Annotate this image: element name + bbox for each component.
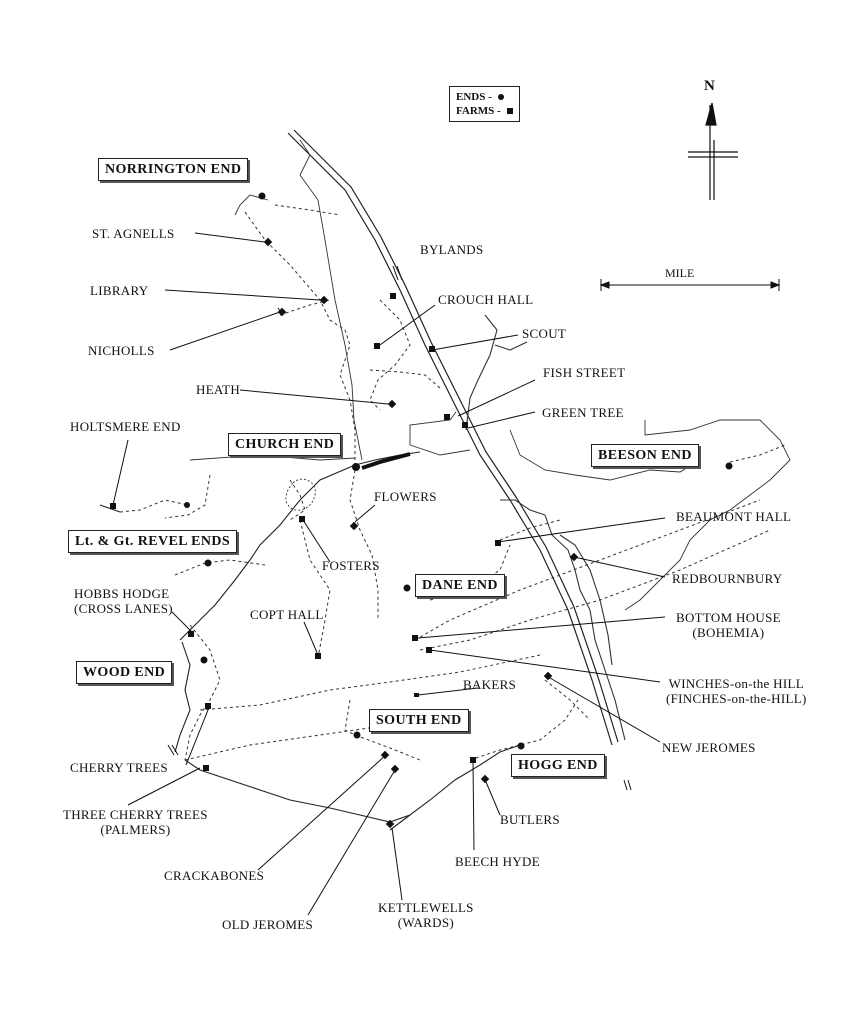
farm-markers: [110, 237, 579, 829]
end-label-church: CHURCH END: [228, 433, 342, 456]
lanes: [119, 204, 786, 761]
place-label: HOLTSMERE END: [70, 419, 181, 434]
place-label-sub: (PALMERS): [100, 822, 171, 837]
place-label-name: BOTTOM HOUSE: [676, 610, 781, 625]
place-label: FLOWERS: [374, 489, 437, 504]
place-label: CROUCH HALL: [438, 292, 534, 307]
place-label: CHERRY TREES: [70, 760, 168, 775]
end-label-revel: Lt. & Gt. REVEL ENDS: [68, 530, 238, 553]
place-label: SCOUT: [522, 326, 567, 341]
north-label: N: [704, 78, 715, 94]
place-label: FOSTERS: [322, 558, 380, 573]
place-label-name: WINCHES-on-the HILL: [668, 676, 804, 691]
river: [465, 314, 626, 741]
end-label-hogg: HOGG END: [511, 754, 605, 777]
legend-farms-label: FARMS -: [456, 105, 501, 117]
place-label: BUTLERS: [500, 812, 560, 827]
place-label: HOBBS HODGE (CROSS LANES): [74, 586, 173, 616]
place-label: ST. AGNELLS: [92, 226, 175, 241]
scale-label: MILE: [665, 266, 695, 280]
place-label: BEAUMONT HALL: [676, 509, 792, 524]
place-label-sub: (CROSS LANES): [74, 601, 173, 616]
legend: ENDS - FARMS -: [449, 86, 520, 122]
end-label-dane: DANE END: [415, 574, 505, 597]
place-label: OLD JEROMES: [222, 917, 314, 932]
place-label: BOTTOM HOUSE (BOHEMIA): [676, 610, 781, 640]
square-icon: [506, 108, 513, 114]
place-label: KETTLEWELLS (WARDS): [378, 900, 474, 930]
place-label-name: HOBBS HODGE: [74, 586, 170, 601]
place-label: CRACKABONES: [164, 868, 265, 883]
church-lane: [361, 452, 411, 470]
place-label: NEW JEROMES: [662, 740, 756, 755]
place-label: BAKERS: [463, 677, 517, 692]
place-label: BYLANDS: [420, 242, 484, 257]
legend-farms: FARMS -: [456, 104, 513, 118]
legend-ends-label: ENDS -: [456, 91, 492, 103]
place-label: COPT HALL: [250, 607, 324, 622]
road-hatches: [167, 265, 632, 791]
place-label: HEATH: [196, 382, 241, 397]
place-label-name: KETTLEWELLS: [378, 900, 474, 915]
place-label-sub: (WARDS): [397, 915, 454, 930]
end-markers: [184, 192, 733, 750]
parish-boundary: [189, 139, 791, 611]
end-label-south: SOUTH END: [369, 709, 469, 732]
place-label: GREEN TREE: [542, 405, 624, 420]
place-label: LIBRARY: [90, 283, 149, 298]
label-arrows: [112, 232, 666, 916]
north-arrow-icon: [688, 102, 738, 200]
place-label: FISH STREET: [543, 365, 626, 380]
scale-bar: [599, 279, 781, 291]
place-label-sub: (BOHEMIA): [692, 625, 765, 640]
legend-ends: ENDS -: [456, 90, 513, 104]
pond: [285, 478, 316, 511]
place-label-sub: (FINCHES-on-the-HILL): [666, 691, 807, 706]
end-label-beeson: BEESON END: [591, 444, 699, 467]
dot-icon: [497, 94, 504, 100]
place-label-name: THREE CHERRY TREES: [63, 807, 208, 822]
place-label: REDBOURNBURY: [672, 571, 783, 586]
place-label: BEECH HYDE: [455, 854, 540, 869]
end-label-norrington: NORRINGTON END: [98, 158, 249, 181]
place-label: WINCHES-on-the HILL (FINCHES-on-the-HILL…: [666, 676, 807, 706]
place-label: THREE CHERRY TREES (PALMERS): [63, 807, 208, 837]
place-label: NICHOLLS: [88, 343, 155, 358]
end-label-wood: WOOD END: [76, 661, 173, 684]
